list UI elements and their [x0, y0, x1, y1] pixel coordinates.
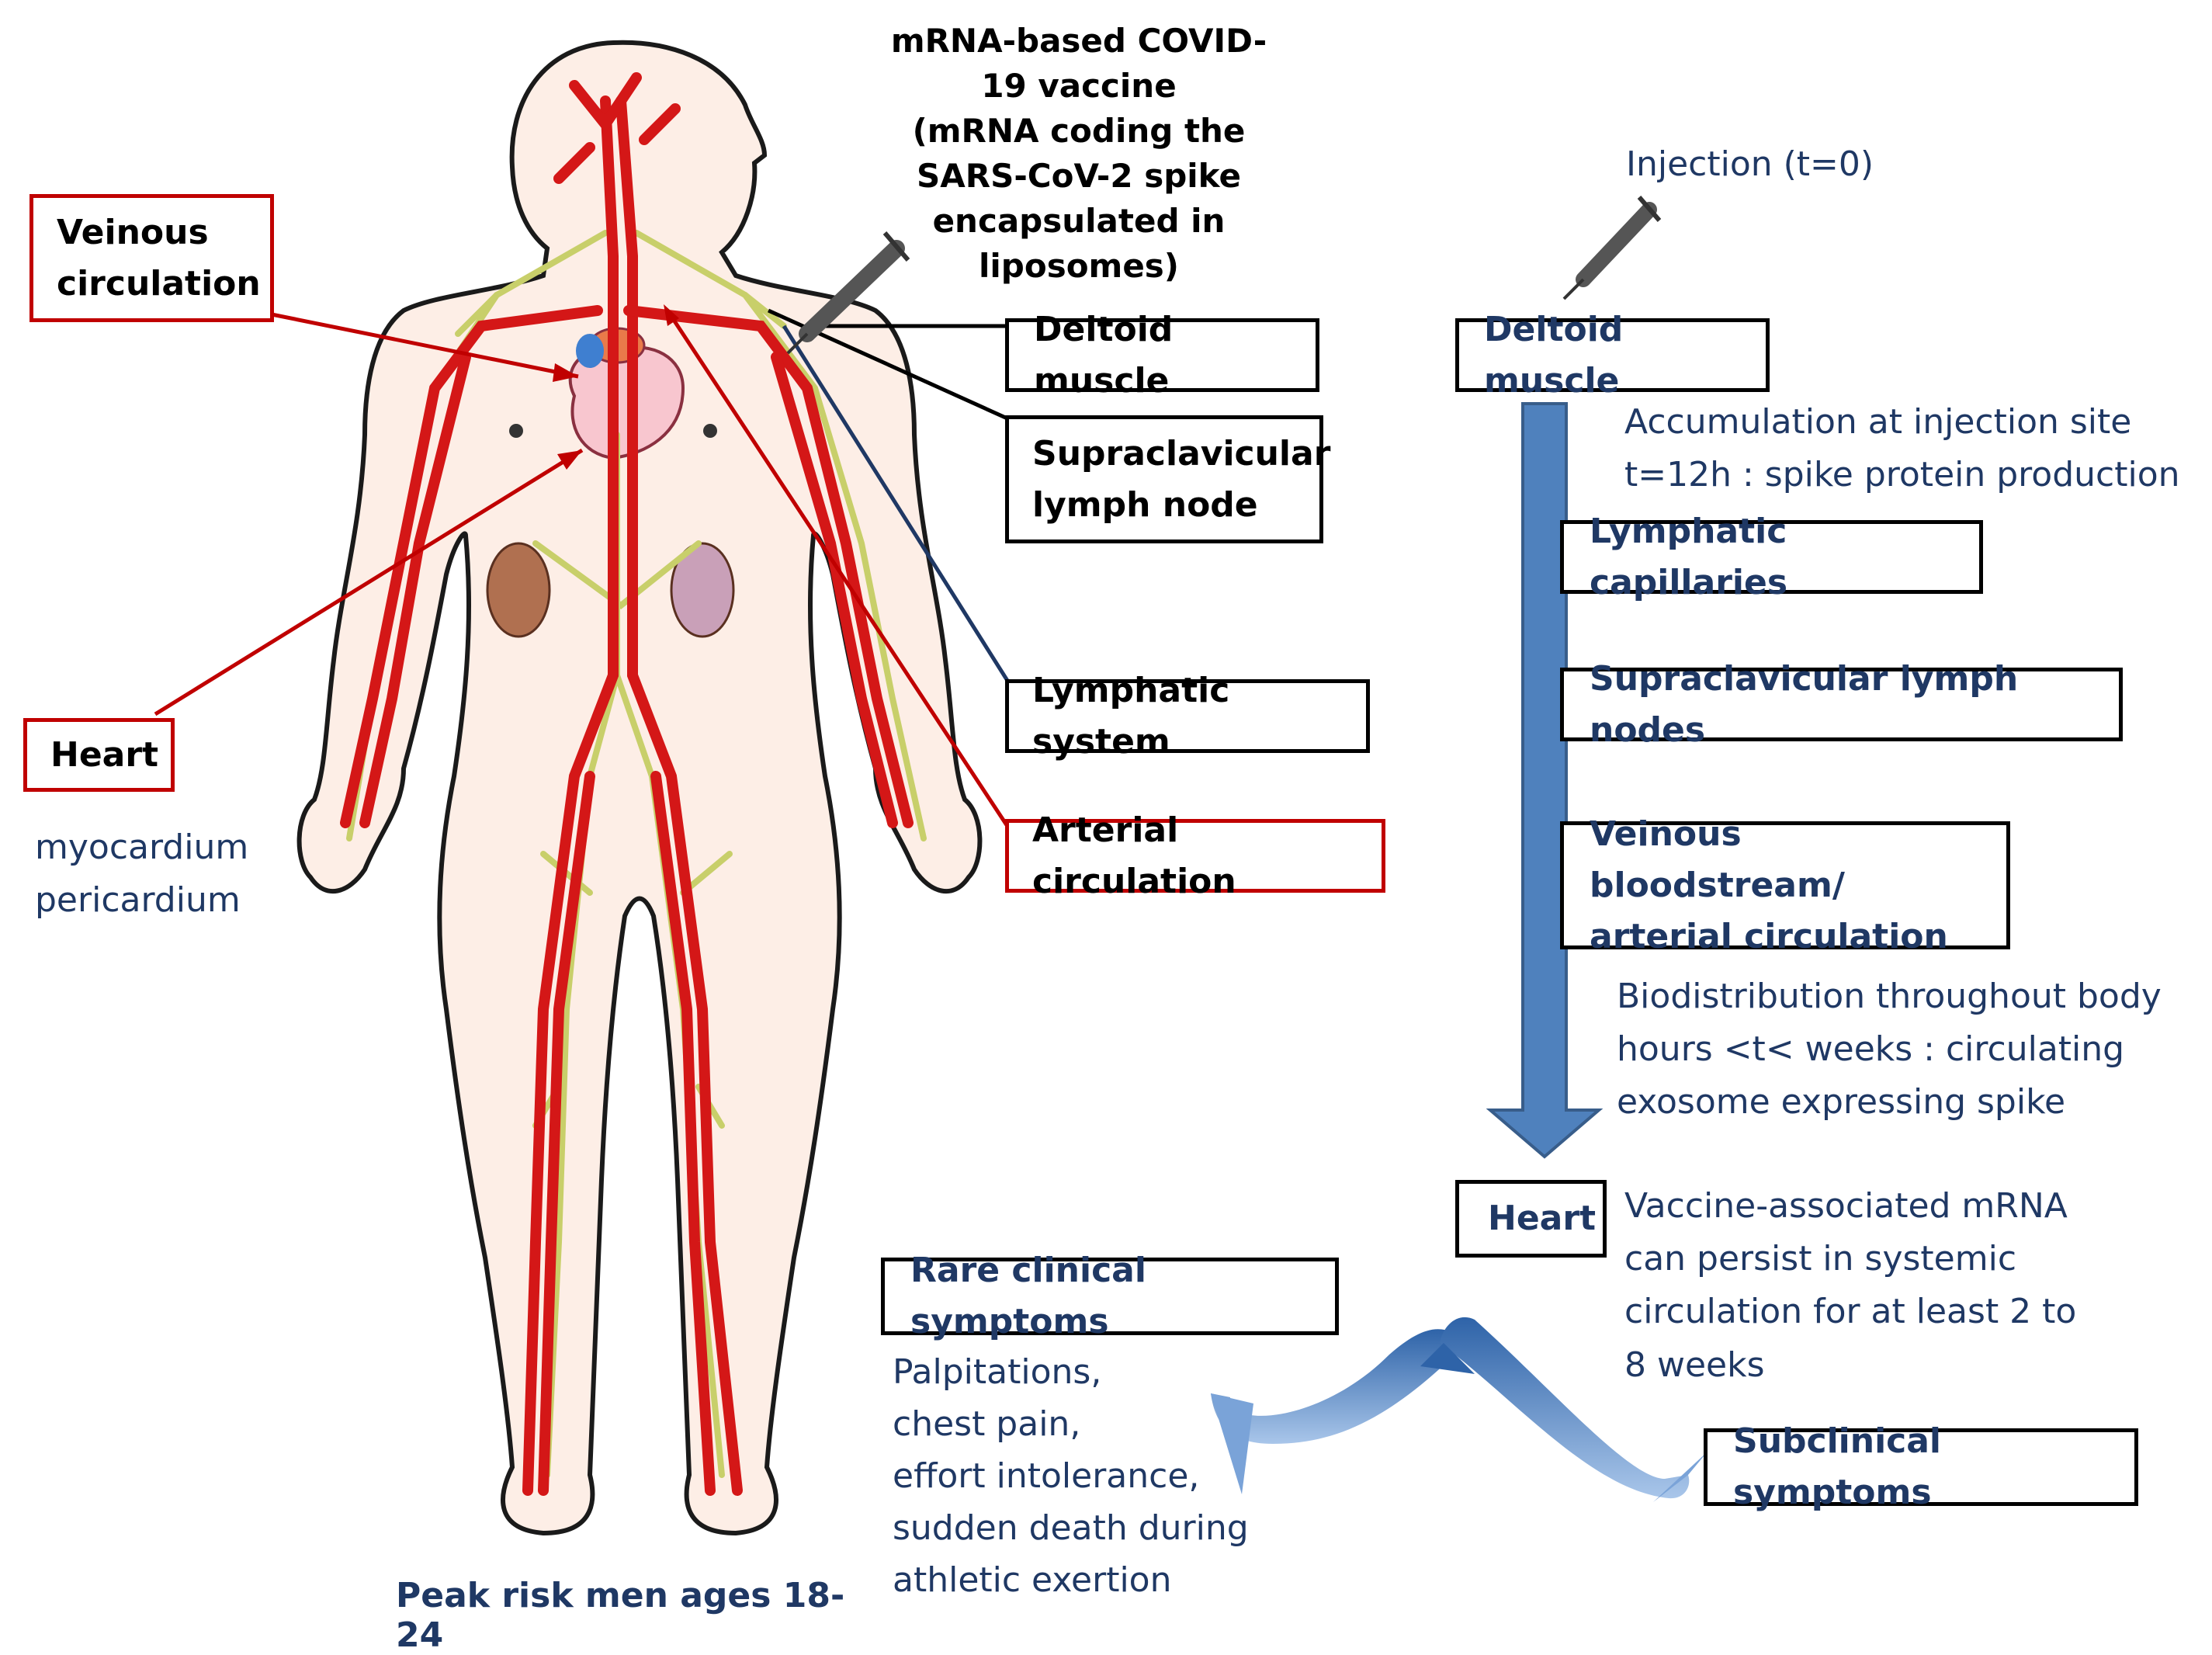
heart-tissues: myocardium pericardium — [35, 828, 249, 921]
arterial-circulation-text: Arterial circulation — [1032, 810, 1236, 901]
subclinical-symptoms-box: Subclinical symptoms — [1704, 1421, 2138, 1512]
subclinical-symptoms-text: Subclinical symptoms — [1733, 1421, 1942, 1512]
veinous-bloodstream-text: Veinous bloodstream/ arterial circulatio… — [1590, 814, 1948, 956]
human-body-illustration — [296, 40, 983, 1536]
injection-time: Injection (t=0) — [1626, 144, 1874, 184]
lymphatic-capillaries-text: Lymphatic capillaries — [1590, 511, 1788, 602]
mrna-persistence-note: Vaccine-associated mRNA can persist in s… — [1624, 1186, 2077, 1385]
timeline-heart-box: Heart — [1455, 1180, 1607, 1258]
label-connectors — [154, 304, 1015, 836]
veinous-circulation-label: Veinous circulation — [29, 194, 274, 322]
veinous-bloodstream-box: Veinous bloodstream/ arterial circulatio… — [1560, 814, 2010, 956]
deltoid-muscle-text: Deltoid muscle — [1034, 309, 1174, 401]
arterial-circulation-label: Arterial circulation — [1005, 810, 1385, 901]
syringe-icon-timeline — [1562, 196, 1662, 300]
veinous-circulation-text: Veinous circulation — [57, 212, 261, 304]
lymphatic-system-label: Lymphatic system — [1005, 671, 1370, 762]
supraclavicular-lymph-node-text: Supraclavicular lymph node — [1032, 433, 1331, 525]
lymphatic-capillaries-box: Lymphatic capillaries — [1560, 512, 1983, 602]
timeline-deltoid-muscle: Deltoid muscle — [1455, 310, 1770, 401]
lymphatic-system-text: Lymphatic system — [1032, 670, 1230, 762]
flow-arrow — [1486, 402, 1604, 1159]
heart-label: Heart — [23, 718, 175, 792]
deltoid-muscle-label: Deltoid muscle — [1005, 310, 1319, 401]
heart-label-text: Heart — [50, 734, 159, 775]
supraclavicular-lymph-nodes-text: Supraclavicular lymph nodes — [1590, 658, 2019, 750]
vaccine-note: mRNA-based COVID- 19 vaccine (mRNA codin… — [890, 22, 1267, 285]
supraclavicular-lymph-nodes-box: Supraclavicular lymph nodes — [1560, 659, 2123, 750]
rare-clinical-symptoms-text: Rare clinical symptoms — [910, 1251, 1146, 1341]
rare-clinical-symptoms-box: Rare clinical symptoms — [881, 1251, 1339, 1341]
supraclavicular-lymph-node-label: Supraclavicular lymph node — [1005, 415, 1330, 543]
accumulation-note: Accumulation at injection site t=12h : s… — [1624, 402, 2180, 495]
syringe-icon — [786, 231, 910, 355]
split-arrow — [1211, 1317, 1708, 1502]
timeline-heart-text: Heart — [1488, 1199, 1597, 1238]
peak-risk-note: Peak risk men ages 18-24 — [396, 1576, 845, 1655]
rare-symptoms-list: Palpitations, chest pain, effort intoler… — [893, 1352, 1249, 1600]
timeline-deltoid-muscle-text: Deltoid muscle — [1484, 309, 1624, 401]
biodistribution-note: Biodistribution throughout body hours <t… — [1617, 977, 2162, 1122]
